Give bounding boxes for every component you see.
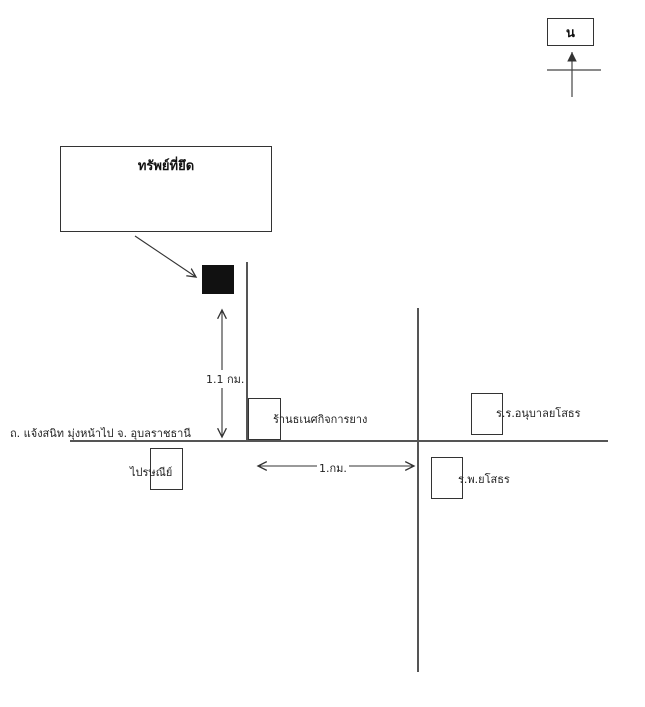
side-road-vertical [246, 262, 248, 441]
callout-box: ทรัพย์ที่ยึด [60, 146, 272, 232]
hospital-label: ร.พ.ยโสธร [458, 473, 510, 486]
rubber-shop-label: ร้านธเนศกิจการยาง [273, 413, 368, 426]
main-road-label: ถ. แจ้งสนิท มุ่งหน้าไป จ. อุบลราชธานี [10, 427, 191, 440]
main-road [70, 440, 608, 442]
hospital-box [431, 457, 463, 499]
post-office-label: ไปรษณีย์ [130, 466, 173, 479]
north-label-box: น [547, 18, 594, 46]
horizontal-distance-label: 1.กม. [317, 459, 349, 477]
kindergarten-box [471, 393, 503, 435]
rubber-shop-box [248, 398, 281, 440]
post-office-box [150, 448, 183, 490]
north-label: น [566, 25, 575, 41]
callout-pointer-arrow [134, 235, 196, 277]
vertical-distance-label: 1.1 กม. [204, 370, 247, 388]
cross-road-vertical [417, 308, 419, 672]
callout-title: ทรัพย์ที่ยึด [137, 159, 195, 174]
kindergarten-label: ร.ร.อนุบาลยโสธร [496, 407, 581, 420]
seized-property-marker [202, 265, 234, 294]
